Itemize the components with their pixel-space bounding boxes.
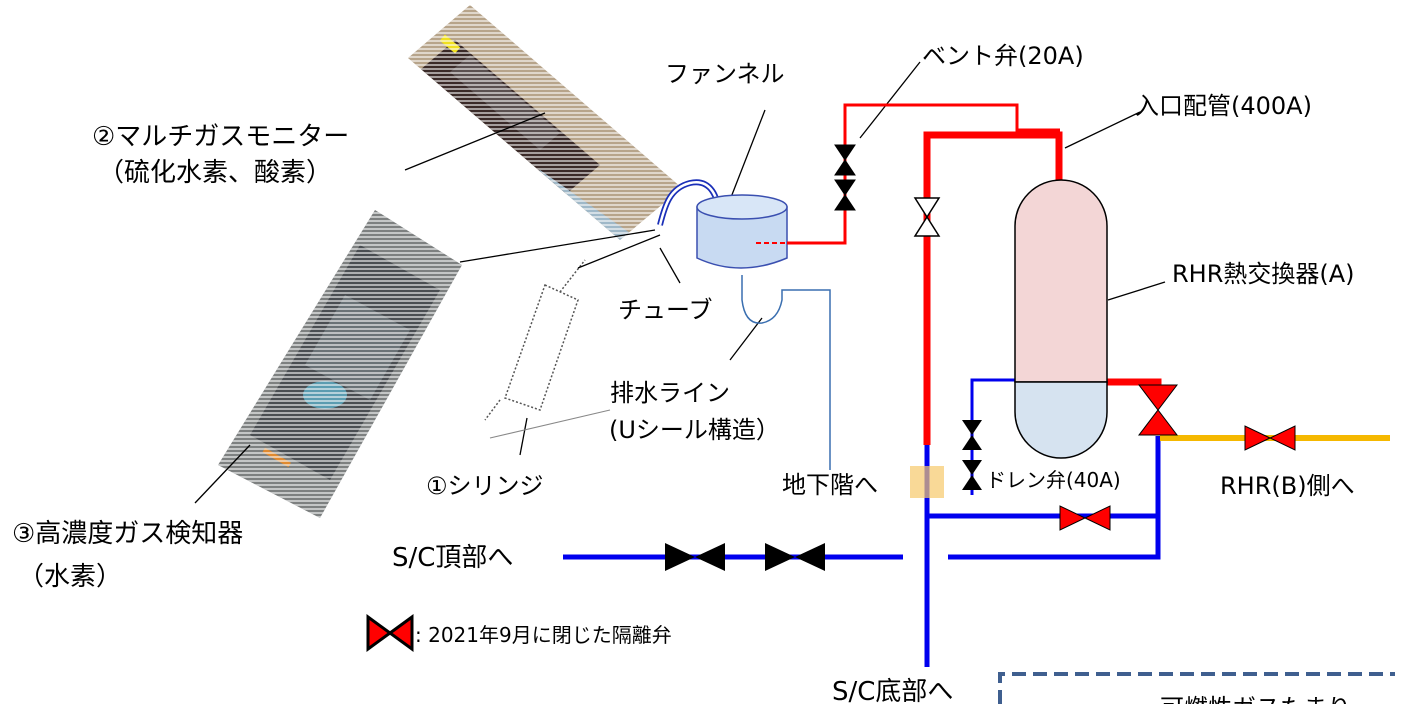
label-hc-gas-detector: ③高濃度ガス検知器 [12, 519, 243, 549]
vent-line [787, 103, 1060, 245]
label-multigas-monitor-sub: （硫化水素、酸素） [98, 158, 332, 188]
label-flammable-gas-box: 可燃性ガスたまり [1160, 694, 1351, 704]
label-drain-line-sub: (Uシール構造） [609, 416, 780, 444]
label-funnel: ファンネル [665, 60, 785, 88]
drain-valve [962, 420, 982, 490]
flammable-gas-box [998, 672, 1395, 704]
multigas-monitor-photo [408, 5, 682, 240]
open-valve-inlet [913, 197, 941, 237]
vent-valve [834, 144, 856, 211]
label-tube: チューブ [618, 296, 713, 324]
closed-isolation-valve-1 [1137, 384, 1179, 436]
label-basement: 地下階へ [782, 471, 878, 499]
label-sc-top: S/C頂部へ [392, 543, 513, 573]
label-drain-line: 排水ライン [610, 379, 730, 407]
syringe-drawing [484, 259, 586, 421]
label-vent-valve: ベント弁(20A) [922, 42, 1084, 70]
drain-line-u-seal [741, 275, 831, 470]
label-inlet-pipe: 入口配管(400A) [1135, 92, 1312, 120]
label-rhr-b: RHR(B)側へ [1220, 472, 1355, 500]
sc-top-valves [665, 543, 825, 571]
label-multigas-monitor: ②マルチガスモニター [92, 122, 349, 152]
basement-marker [910, 466, 944, 498]
label-sc-bottom: S/C底部へ [832, 677, 953, 704]
rhr-heat-exchanger [1014, 179, 1108, 459]
drain-thin-line [970, 378, 1015, 495]
funnel [696, 194, 788, 269]
leader-lines [194, 61, 1166, 504]
legend-text: : 2021年9月に閉じた隔離弁 [415, 623, 672, 647]
blue-pipes [563, 436, 1161, 667]
label-rhr-hx: RHR熱交換器(A) [1172, 260, 1355, 288]
label-hc-gas-detector-sub: （水素） [18, 562, 122, 592]
label-syringe: ①シリンジ [426, 472, 544, 500]
closed-isolation-valve-3 [1059, 505, 1111, 531]
closed-isolation-valve-2 [1244, 425, 1296, 451]
label-drain-valve: ドレン弁(40A) [986, 468, 1121, 492]
legend-closed-valve-icon [366, 614, 414, 652]
